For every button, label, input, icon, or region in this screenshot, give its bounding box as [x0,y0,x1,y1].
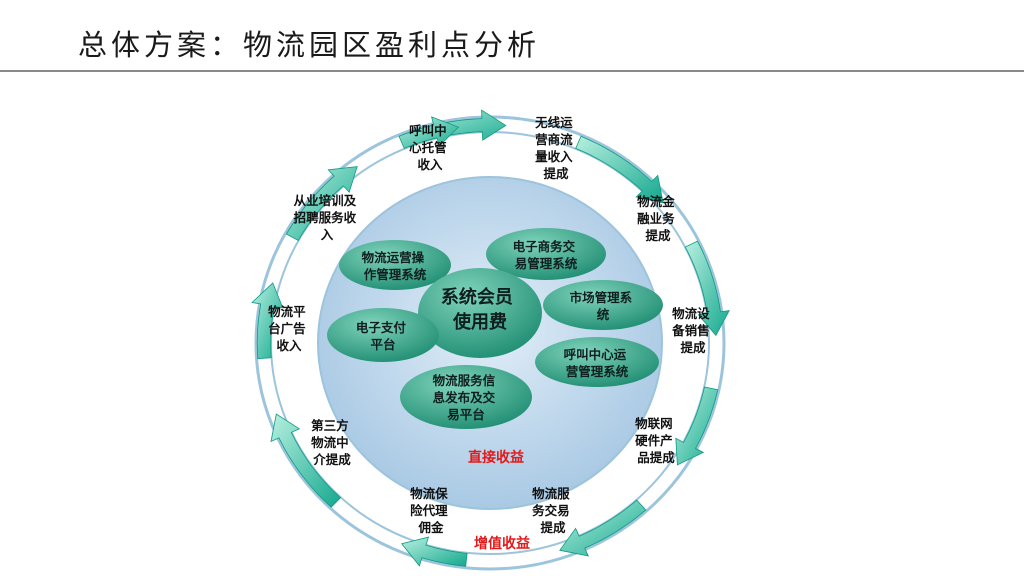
blob-market-mgmt: 市场管理系 统 [543,280,663,330]
ring-item-iot-hardware: 物联网 硬件产 品提成 [635,416,677,465]
ring-arrow-4 [675,386,719,466]
blob-e-payment: 电子支付 平台 [327,308,439,362]
ring-item-finance: 物流金 融业务 提成 [637,194,679,243]
blob-ecommerce: 电子商务交 易管理系统 [486,228,606,280]
direct-income-label: 直接收益 [468,449,524,466]
ring-arrow-6 [400,536,468,567]
blob-call-center-ops: 呼叫中心运 营管理系统 [535,337,659,387]
ring-item-platform-ads: 物流平 台广告 收入 [268,304,310,353]
title-divider [0,70,1024,72]
blob-text-logistics-ops: 物流运营操 作管理系统 [362,250,429,282]
ring-item-equipment: 物流设 备销售 提成 [671,306,714,355]
ring-item-third-party: 第三方 物流中 介提成 [311,418,353,467]
ring-arrow-2 [575,135,664,204]
ring-item-service-trade: 物流服 务交易 提成 [532,486,574,535]
blob-center: 系统会员 使用费 [418,268,542,358]
blob-logistics-ops: 物流运营操 作管理系统 [339,240,451,290]
value-added-income-label: 增值收益 [474,535,530,552]
ring-arrow-3 [684,240,730,337]
ring-arrow-8 [251,282,284,360]
center-text: 系统会员 使用费 [441,286,519,333]
blob-service-info: 物流服务信 息发布及交 易平台 [400,365,532,429]
ring-item-wireless-operator: 无线运 营商流 量收入 提成 [534,115,577,181]
page-title: 总体方案：物流园区盈利点分析 [78,28,541,62]
ring-arrow-9 [285,166,358,242]
blob-text-service-info: 物流服务信 息发布及交 易平台 [433,373,500,422]
blob-text-market-mgmt: 市场管理系 统 [570,290,637,322]
ring-item-insurance: 物流保 险代理 佣金 [410,486,452,535]
ring-arrow-10 [398,116,460,149]
blob-text-ecommerce: 电子商务交 易管理系统 [513,239,580,271]
ring-arrow-5 [559,499,647,557]
blob-text-call-center-ops: 呼叫中心运 营管理系统 [564,347,631,379]
blob-text-e-payment: 电子支付 平台 [356,320,410,352]
ring-arrow-7 [270,413,342,508]
ring-item-call-center: 呼叫中 心托管 收入 [409,123,451,172]
ring-arrows [251,109,730,567]
ring-item-training: 从业培训及 招聘服务收 入 [294,193,361,242]
